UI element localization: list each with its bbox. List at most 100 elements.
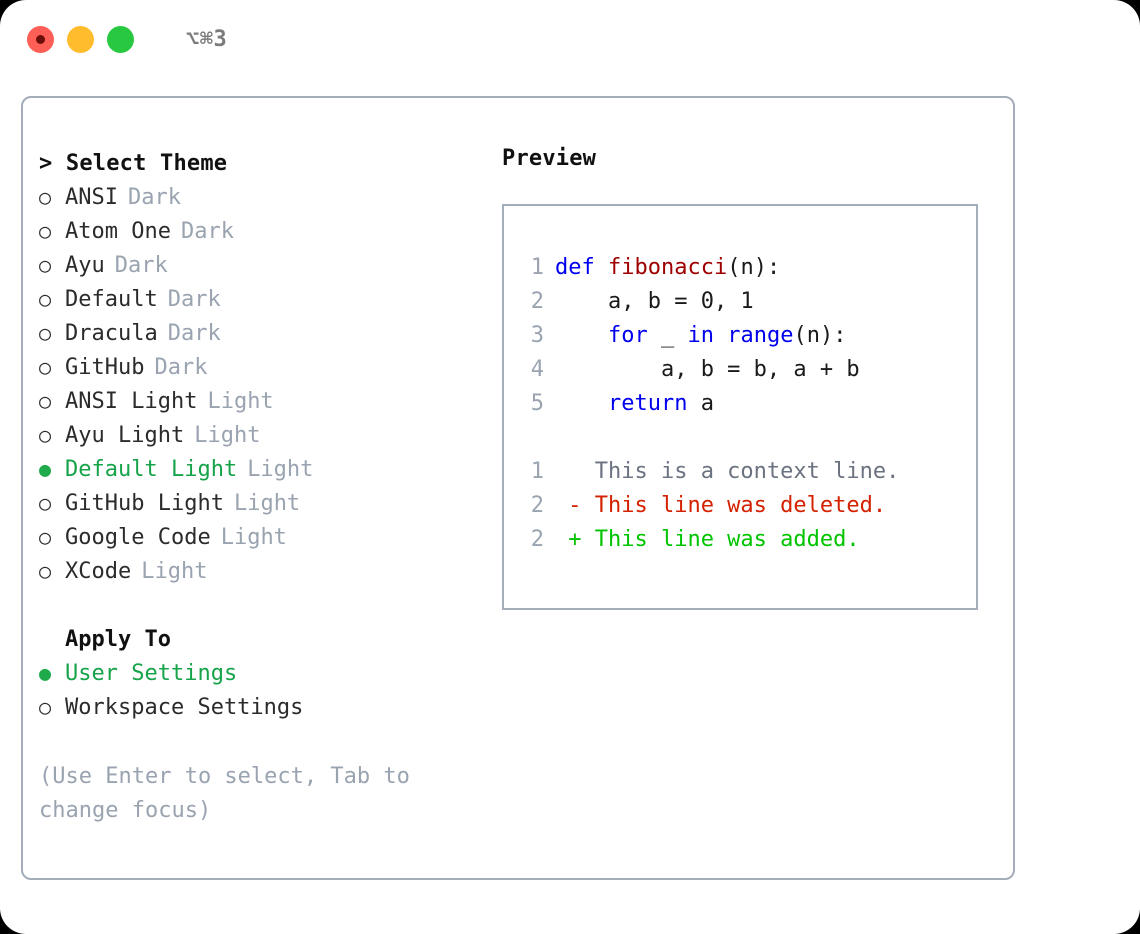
theme-option-kind: Light [247, 456, 314, 482]
diff-line-text: - This line was deleted. [555, 492, 887, 518]
theme-option-label: Atom One [65, 218, 171, 244]
theme-option-ayu[interactable]: ○ Ayu Dark [39, 248, 479, 282]
theme-option-kind: Dark [167, 320, 221, 346]
list-spacer [39, 588, 479, 622]
radio-unselected-icon: ○ [39, 219, 52, 243]
code-diff-separator [516, 420, 970, 454]
preview-title: Preview [502, 146, 597, 171]
theme-option-ansi[interactable]: ○ ANSI Dark [39, 180, 479, 214]
theme-option-label: ANSI Light [65, 388, 198, 414]
theme-option-kind: Light [194, 422, 261, 448]
line-number: 4 [530, 356, 544, 382]
theme-option-default[interactable]: ○ Default Dark [39, 282, 479, 316]
theme-option-label: ANSI [65, 184, 118, 210]
diff-line-ctx: 1 This is a context line. [516, 454, 970, 488]
theme-option-kind: Dark [114, 252, 168, 278]
radio-unselected-icon: ○ [39, 287, 52, 311]
radio-unselected-icon: ○ [39, 525, 52, 549]
line-number: 2 [530, 526, 544, 552]
radio-unselected-icon: ○ [39, 389, 52, 413]
theme-option-ansi-light[interactable]: ○ ANSI Light Light [39, 384, 479, 418]
diff-line-del: 2 - This line was deleted. [516, 488, 970, 522]
close-button[interactable] [27, 25, 54, 53]
maximize-button[interactable] [107, 25, 134, 53]
theme-option-kind: Dark [154, 354, 208, 380]
radio-unselected-icon: ○ [39, 423, 52, 447]
title-bar: ⌥⌘3 [0, 0, 1140, 78]
line-number: 2 [530, 492, 544, 518]
line-number: 5 [530, 390, 544, 416]
theme-option-xcode[interactable]: ○ XCode Light [39, 554, 479, 588]
radio-selected-icon: ● [39, 661, 52, 685]
code-line: 2 a, b = 0, 1 [516, 284, 970, 318]
code-token: fibonacci [608, 254, 728, 280]
theme-option-default-light[interactable]: ● Default Light Light [39, 452, 479, 486]
theme-option-dracula[interactable]: ○ Dracula Dark [39, 316, 479, 350]
code-token: a [687, 390, 714, 416]
code-token: range [727, 322, 794, 348]
theme-option-kind: Light [233, 490, 301, 516]
apply-to-list: ● User Settings ○Workspace Settings [39, 656, 479, 724]
code-line: 4 a, b = b, a + b [516, 352, 970, 386]
theme-option-label: Google Code [65, 524, 211, 550]
code-token [714, 323, 727, 348]
theme-option-label: Default Light [65, 456, 238, 482]
diff-line-add: 2 + This line was added. [516, 522, 970, 556]
apply-to-option-label: Workspace Settings [65, 694, 304, 720]
radio-unselected-icon: ○ [39, 185, 52, 209]
theme-option-label: GitHub Light [65, 490, 224, 516]
theme-option-github-light[interactable]: ○ GitHub Light Light [39, 486, 479, 520]
line-number: 1 [530, 458, 544, 484]
code-token: a, b = 0, 1 [555, 288, 754, 314]
window-shortcut-label: ⌥⌘3 [186, 26, 228, 52]
code-token [595, 255, 608, 280]
radio-unselected-icon: ○ [39, 321, 52, 345]
keyboard-hint-text: (Use Enter to select, Tab to change focu… [39, 764, 410, 823]
line-number: 1 [530, 254, 544, 280]
diff-line-text: This is a context line. [555, 458, 900, 484]
apply-to-option-label: User Settings [65, 660, 238, 686]
radio-unselected-icon: ○ [39, 559, 52, 583]
theme-option-kind: Light [220, 524, 287, 550]
code-token [555, 391, 608, 416]
theme-option-label: XCode [65, 558, 132, 584]
theme-option-kind: Dark [167, 286, 221, 312]
theme-option-label: Dracula [65, 320, 158, 346]
theme-option-label: Ayu [65, 252, 105, 278]
apply-to-option-user-settings[interactable]: ● User Settings [39, 656, 479, 690]
code-token: (n): [793, 322, 847, 348]
theme-option-kind: Dark [180, 218, 234, 244]
theme-option-label: Default [65, 286, 158, 312]
minimize-button[interactable] [67, 25, 94, 53]
apply-to-option-workspace-settings[interactable]: ○Workspace Settings [39, 690, 479, 724]
code-token: for [607, 322, 648, 348]
code-token: _ [647, 322, 688, 348]
line-number: 2 [530, 288, 544, 314]
code-token [555, 323, 608, 348]
line-number: 3 [530, 322, 544, 348]
code-token: in [687, 322, 714, 348]
theme-option-google-code[interactable]: ○ Google Code Light [39, 520, 479, 554]
radio-unselected-icon: ○ [39, 491, 52, 515]
code-line: 5 return a [516, 386, 970, 420]
radio-unselected-icon: ○ [39, 253, 52, 277]
code-line: 3 for _ in range(n): [516, 318, 970, 352]
diff-line-text: + This line was added. [555, 526, 860, 552]
code-token: a, b = b, a + b [555, 356, 860, 382]
theme-option-kind: Light [207, 388, 274, 414]
radio-selected-icon: ● [39, 457, 52, 481]
theme-option-label: GitHub [65, 354, 145, 380]
theme-option-atom-one[interactable]: ○ Atom One Dark [39, 214, 479, 248]
theme-option-kind: Light [141, 558, 208, 584]
theme-option-kind: Dark [127, 184, 181, 210]
code-token: def [555, 254, 595, 280]
